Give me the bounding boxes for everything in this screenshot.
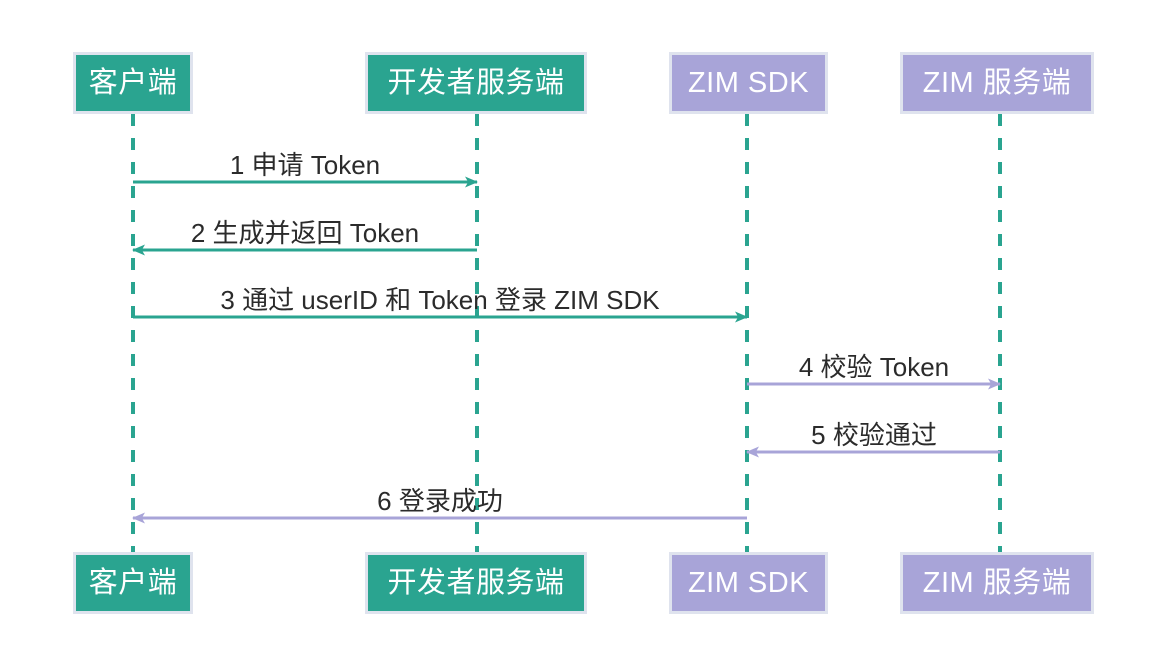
actor-label: ZIM 服务端 [922,566,1072,599]
message-label-1: 1 申请 Token [229,150,381,180]
actor-header-zim-sdk[interactable]: ZIM SDK [669,52,828,114]
actor-header-dev-server[interactable]: 开发者服务端 [365,52,587,114]
actor-footer-dev-server[interactable]: 开发者服务端 [365,552,587,614]
actor-label: 客户端 [88,566,178,599]
actor-label: 开发者服务端 [387,566,565,599]
actor-footer-zim-sdk[interactable]: ZIM SDK [669,552,828,614]
actor-label: ZIM SDK [687,66,810,99]
actor-label: 客户端 [88,66,178,99]
actor-footer-client[interactable]: 客户端 [73,552,193,614]
message-label-4: 4 校验 Token [798,352,950,382]
actor-footer-zim-server[interactable]: ZIM 服务端 [900,552,1094,614]
message-label-6: 6 登录成功 [377,486,503,516]
message-arrows [132,176,1001,524]
actor-label: ZIM 服务端 [922,66,1072,99]
message-label-3: 3 通过 userID 和 Token 登录 ZIM SDK [220,285,660,315]
actor-header-zim-server[interactable]: ZIM 服务端 [900,52,1094,114]
message-label-2: 2 生成并返回 Token [190,218,420,248]
actor-label: ZIM SDK [687,566,810,599]
actor-header-client[interactable]: 客户端 [73,52,193,114]
actor-label: 开发者服务端 [387,66,565,99]
message-label-5: 5 校验通过 [811,420,937,450]
